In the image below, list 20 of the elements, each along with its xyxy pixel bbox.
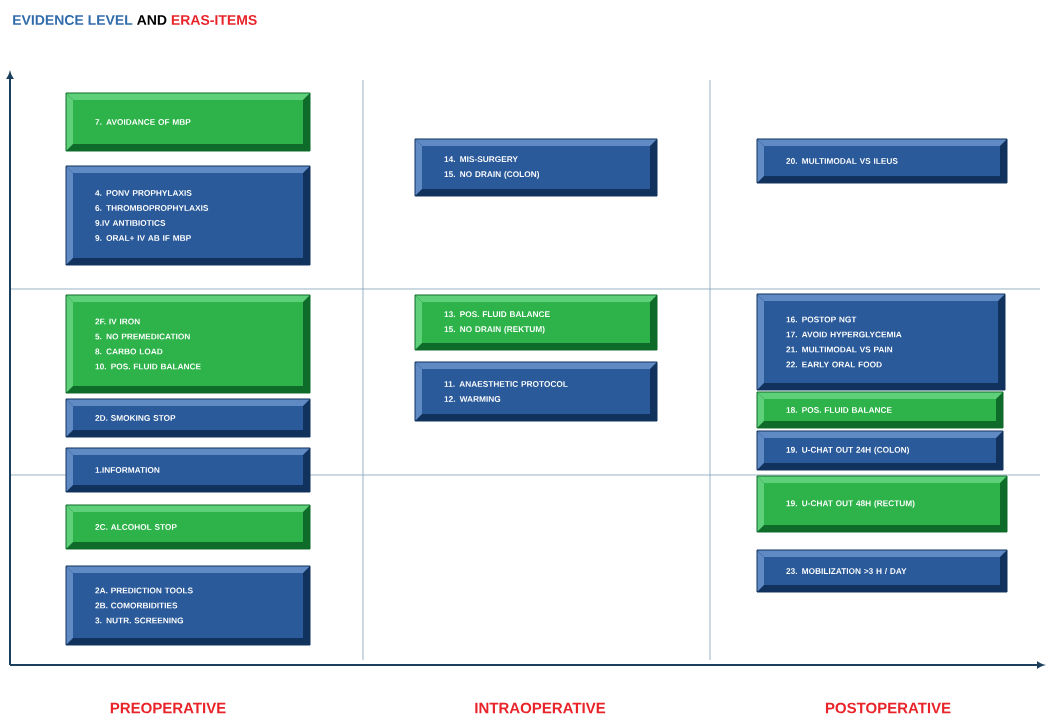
item-box: 2A. PREDICTION TOOLS 2B. COMORBIDITIES 3. NUTR. SCREENING: [65, 565, 311, 646]
item-box: 2C. ALCOHOL STOP: [65, 504, 311, 550]
item-box: 2D. SMOKING STOP: [65, 398, 311, 438]
item-box: 14. MIS-SURGERY 15. NO DRAIN (COLON): [414, 138, 658, 197]
item-box: 19. U-CHAT OUT 24H (COLON): [756, 430, 1004, 471]
item-box: 16. POSTOP NGT 17. AVOID HYPERGLYCEMIA 21. MULTIMODAL VS PAIN 22. EARLY ORAL FOOD: [756, 293, 1006, 391]
item-box: 20. MULTIMODAL VS ILEUS: [756, 138, 1008, 184]
item-box: 18. POS. FLUID BALANCE: [756, 391, 1004, 429]
item-box: 13. POS. FLUID BALANCE 15. NO DRAIN (REKTUM): [414, 294, 658, 351]
item-box: 2F. IV IRON 5. NO PREMEDICATION 8. CARBO LOAD 10. POS. FLUID BALANCE: [65, 294, 311, 394]
title: EVIDENCE LEVEL AND ERAS-ITEMS: [13, 15, 257, 25]
item-box: 4. PONV PROPHYLAXIS 6. THROMBOPROPHYLAXIS 9.IV ANTIBIOTICS 9. ORAL+ IV AB IF MBP: [65, 165, 311, 266]
column-heading: INTRAOPERATIVE: [475, 702, 606, 714]
item-box: 7. AVOIDANCE OF MBP: [65, 92, 311, 152]
column-heading: PREOPERATIVE: [110, 702, 226, 714]
item-box: 11. ANAESTHETIC PROTOCOL 12. WARMING: [414, 361, 658, 422]
item-box: 19. U-CHAT OUT 48H (RECTUM): [756, 475, 1008, 533]
item-box: 1.INFORMATION: [65, 447, 311, 493]
column-heading: POSTOPERATIVE: [825, 702, 951, 714]
item-box: 23. MOBILIZATION >3 H / DAY: [756, 549, 1008, 593]
